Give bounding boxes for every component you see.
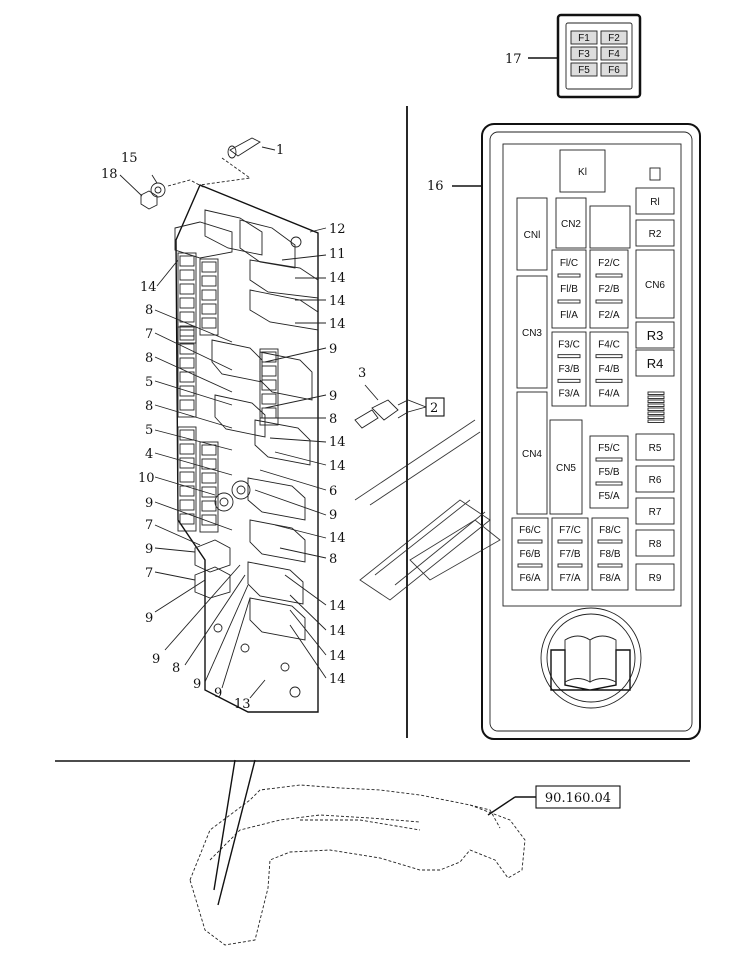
callout-9: 9 (329, 389, 337, 404)
callout-7: 7 (145, 518, 153, 533)
panel-label-cn4: CN4 (522, 449, 542, 460)
fuse-label-f3c: F3/C (558, 339, 580, 350)
watermark-figure (354, 419, 501, 601)
callout-1: 1 (276, 143, 284, 158)
callout-8: 8 (145, 351, 153, 366)
fuse-label-f5a: F5/A (598, 491, 619, 502)
callout-8: 8 (145, 399, 153, 414)
fuse-label-f7c: F7/C (559, 525, 581, 536)
callout-14: 14 (329, 294, 346, 309)
fuse-label-f1b: Fl/B (560, 284, 578, 295)
callout-4: 4 (145, 447, 153, 462)
callout-6: 6 (329, 484, 337, 499)
fuse-label-f8a: F8/A (599, 573, 620, 584)
inset-fuse-label: F1 (578, 33, 590, 44)
callout-13: 13 (234, 697, 251, 712)
panel-label-kl: Kl (578, 167, 587, 178)
callout-9: 9 (193, 677, 201, 692)
callout-14: 14 (140, 280, 157, 295)
fuse-label-f1a: Fl/A (560, 310, 578, 321)
fuse-label-f4c: F4/C (598, 339, 620, 350)
fuse-label-f4a: F4/A (598, 389, 619, 400)
callout-14: 14 (329, 271, 346, 286)
panel-label-r4: R4 (647, 356, 664, 371)
callout-9: 9 (145, 496, 153, 511)
fuse-label-f2b: F2/B (598, 284, 619, 295)
callout-18: 18 (101, 167, 118, 182)
fuse-label-f3a: F3/A (558, 389, 579, 400)
callout-numbers: 1 12 11 14 14 14 15 18 14 8 7 8 5 8 5 4 … (101, 143, 366, 712)
fuse-label-f7a: F7/A (559, 573, 580, 584)
callout-5: 5 (145, 375, 153, 390)
callout-14: 14 (329, 649, 346, 664)
inset-fuse-label: F3 (578, 49, 590, 60)
callout-2: 2 (430, 401, 438, 416)
callout-3: 3 (358, 366, 366, 381)
inset-fuse-label: F6 (608, 65, 620, 76)
panel-label-cn2: CN2 (561, 219, 581, 230)
leader-lines (119, 146, 427, 699)
fuse-label-f6c: F6/C (519, 525, 541, 536)
callout-9: 9 (329, 342, 337, 357)
callout-9: 9 (214, 686, 222, 701)
panel-label-r2: R2 (649, 229, 662, 240)
fuse-label-f2c: F2/C (598, 258, 620, 269)
panel-label-r9: R9 (649, 573, 662, 584)
fuse-label-f4b: F4/B (598, 364, 619, 375)
callout-9: 9 (145, 611, 153, 626)
fuse-label-f7b: F7/B (559, 549, 580, 560)
fuse-label-f1c: Fl/C (560, 258, 578, 269)
callout-9: 9 (329, 508, 337, 523)
panel-label-r8: R8 (649, 539, 662, 550)
panel-label-r7: R7 (649, 507, 662, 518)
fuse-label-f6a: F6/A (519, 573, 540, 584)
callout-14: 14 (329, 459, 346, 474)
panel-label-r6: R6 (649, 475, 662, 486)
callout-8: 8 (329, 552, 337, 567)
callout-8: 8 (329, 412, 337, 427)
callout-7: 7 (145, 327, 153, 342)
callout-8: 8 (172, 661, 180, 676)
callout-14: 14 (329, 624, 346, 639)
callout-15: 15 (121, 151, 138, 166)
callout-8: 8 (145, 303, 153, 318)
fuse-label-f5b: F5/B (598, 467, 619, 478)
fuse-label-f2a: F2/A (598, 310, 619, 321)
callout-14: 14 (329, 435, 346, 450)
reference-code: 90.160.04 (545, 791, 611, 806)
panel-label-cn1: CNl (524, 230, 541, 241)
callout-17: 17 (505, 52, 522, 67)
panel-label-r1: Rl (650, 197, 659, 208)
callout-5: 5 (145, 423, 153, 438)
inset-fuse-label: F4 (608, 49, 620, 60)
callout-10: 10 (138, 471, 155, 486)
callout-7: 7 (145, 566, 153, 581)
fuse-label-f5c: F5/C (598, 443, 620, 454)
callout-12: 12 (329, 222, 346, 237)
fuse-label-f8b: F8/B (599, 549, 620, 560)
callout-9: 9 (145, 542, 153, 557)
fuse-board-drawing (140, 137, 399, 713)
callout-14: 14 (329, 599, 346, 614)
fuse-label-f6b: F6/B (519, 549, 540, 560)
callout-16: 16 (427, 179, 444, 194)
panel-label-cn5: CN5 (556, 463, 576, 474)
tractor-frame-drawing (189, 784, 526, 946)
callout-14: 14 (329, 672, 346, 687)
callout-14: 14 (329, 317, 346, 332)
panel-label-cn6: CN6 (645, 280, 665, 291)
fuse-label-f3b: F3/B (558, 364, 579, 375)
panel-label-cn3: CN3 (522, 328, 542, 339)
inset-fuse-label: F2 (608, 33, 620, 44)
callout-11: 11 (329, 247, 346, 262)
callout-9: 9 (152, 652, 160, 667)
panel-label-r3: R3 (647, 328, 664, 343)
panel-label-r5: R5 (649, 443, 662, 454)
fuse-label-f8c: F8/C (599, 525, 621, 536)
callout-14: 14 (329, 531, 346, 546)
inset-fuse-label: F5 (578, 65, 590, 76)
